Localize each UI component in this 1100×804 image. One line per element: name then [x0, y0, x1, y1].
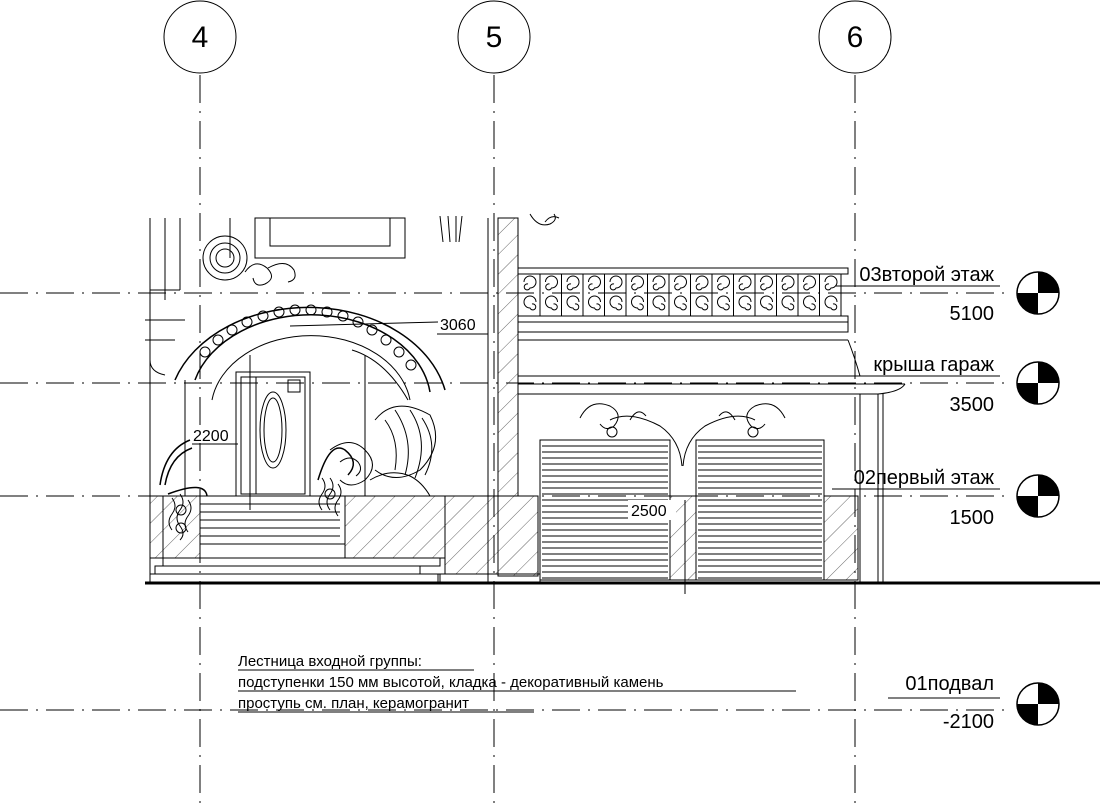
- level-marker-icon: [1016, 474, 1060, 518]
- level-name: 02первый этаж: [854, 467, 995, 489]
- level-value: 1500: [950, 507, 995, 529]
- axis-bubble-6: 6: [818, 0, 892, 74]
- dimension-label: 2500: [631, 503, 667, 520]
- upper-facade: [145, 213, 560, 580]
- level-marker-basement: 01подвал -2100: [888, 673, 1060, 733]
- entrance-steps: [149, 495, 446, 584]
- garage-doors: [539, 439, 859, 594]
- arch-beads: [199, 304, 417, 371]
- dim-door-height: 2200: [192, 355, 251, 510]
- level-value: 5100: [950, 303, 995, 325]
- axis-label: 4: [192, 21, 209, 54]
- axis-bubble-5: 5: [457, 0, 531, 74]
- decorative-shell: [329, 405, 437, 497]
- axis-label: 6: [847, 21, 864, 54]
- dim-arch-height: 3060: [289, 317, 488, 335]
- axis-label: 5: [486, 21, 503, 54]
- entrance-arch: [174, 304, 446, 496]
- balcony-railing: [517, 267, 849, 333]
- note-line: проступь см. план, керамогранит: [238, 695, 469, 712]
- dimension-label: 2200: [193, 428, 229, 445]
- party-wall: [437, 217, 541, 584]
- level-marker-first-floor: 02первый этаж 1500: [832, 467, 1060, 529]
- axis-bubble-4: 4: [163, 0, 237, 74]
- level-marker-garage-roof: крыша гараж 3500: [854, 354, 1060, 416]
- note-line: Лестница входной группы:: [238, 653, 422, 670]
- level-marker-icon: [1016, 682, 1060, 726]
- level-name: 03второй этаж: [859, 264, 994, 286]
- level-value: 3500: [950, 394, 995, 416]
- dimension-label: 3060: [440, 317, 476, 334]
- level-marker-second-floor: 03второй этаж 5100: [836, 264, 1060, 325]
- level-marker-icon: [1016, 361, 1060, 405]
- level-name: 01подвал: [905, 673, 994, 695]
- level-name: крыша гараж: [873, 354, 994, 376]
- note-line: подступенки 150 мм высотой, кладка - дек…: [238, 674, 664, 691]
- gate-ornament: [579, 403, 786, 467]
- level-value: -2100: [943, 711, 994, 733]
- dim-garage-width: 2500: [628, 500, 676, 520]
- level-marker-icon: [1016, 271, 1060, 315]
- railing-scrolls: [523, 274, 842, 316]
- axis-lines: [199, 75, 856, 804]
- entrance-door: [235, 371, 311, 497]
- stair-note: Лестница входной группы: подступенки 150…: [238, 653, 796, 713]
